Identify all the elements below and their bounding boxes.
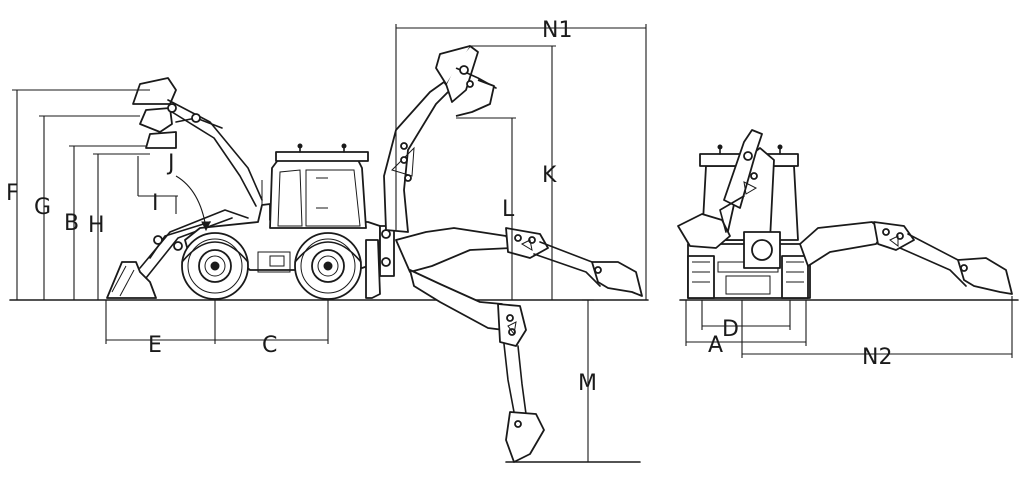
rear-boom-extended [799,221,885,267]
stabilizer-leg [365,239,381,299]
side-view-machine [106,45,643,463]
dimension-lines [12,24,1013,462]
loader-arm-raised [167,99,263,201]
backhoe-bucket-raised [435,45,471,85]
label-i: I [152,191,159,216]
backhoe-boom-raised [383,81,451,233]
rear-view-machine [677,129,1013,299]
label-a: A [708,333,723,358]
label-e: E [148,333,162,358]
label-f: F [6,181,19,206]
backhoe-boom-extended [395,227,513,273]
rear-boom-upright [723,129,763,209]
label-g: G [34,195,51,220]
rear-wheel [294,232,362,300]
front-bucket-raised [132,77,177,105]
label-c: C [262,333,277,358]
rear-bucket-extended [957,257,1013,295]
backhoe-bucket-digging [505,411,545,463]
label-l: L [502,197,515,222]
label-k: K [542,163,557,188]
label-h: H [88,213,105,238]
front-bucket-lowered [106,261,157,299]
dimension-labels: F G B H I J E C N1 K L M D A N2 [6,18,892,396]
front-wheel [181,232,249,300]
backhoe-bucket-extended [591,261,643,297]
label-m: M [578,371,597,396]
label-d: D [722,317,739,342]
label-n1: N1 [542,18,572,43]
label-b: B [64,211,79,236]
label-n2: N2 [862,345,892,370]
label-j: J [166,151,175,176]
